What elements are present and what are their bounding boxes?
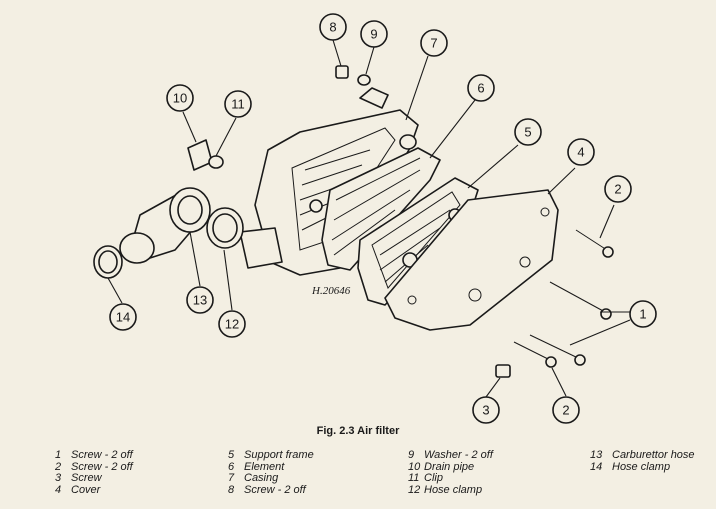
svg-text:14: 14 bbox=[116, 310, 130, 325]
callout-5: 5 bbox=[514, 118, 542, 146]
svg-text:5: 5 bbox=[524, 125, 531, 140]
figure-caption: Fig. 2.3 Air filter bbox=[316, 425, 400, 437]
drain-pipe-part bbox=[187, 139, 224, 171]
callout-2-upper: 2 bbox=[604, 175, 632, 203]
svg-text:6: 6 bbox=[477, 81, 484, 96]
svg-text:2: 2 bbox=[614, 182, 621, 197]
hose-clamp-left-part bbox=[93, 245, 123, 279]
callout-8: 8 bbox=[319, 13, 347, 41]
callout-12: 12 bbox=[218, 310, 246, 338]
callout-2-lower: 2 bbox=[552, 396, 580, 424]
svg-text:10: 10 bbox=[173, 91, 187, 106]
svg-text:2: 2 bbox=[562, 403, 569, 418]
air-filter-exploded-diagram: 8 9 7 10 11 6 5 4 2 1 14 13 12 3 2 bbox=[93, 13, 657, 424]
svg-text:7: 7 bbox=[430, 36, 437, 51]
callout-9: 9 bbox=[360, 20, 388, 48]
callout-14: 14 bbox=[109, 303, 137, 331]
svg-text:13: 13 bbox=[193, 293, 207, 308]
svg-text:3: 3 bbox=[482, 403, 489, 418]
callout-11: 11 bbox=[224, 90, 252, 118]
leader-lines bbox=[107, 39, 631, 398]
svg-text:9: 9 bbox=[370, 27, 377, 42]
callout-3: 3 bbox=[472, 396, 500, 424]
cover-part bbox=[384, 189, 559, 331]
callout-13: 13 bbox=[186, 286, 214, 314]
callout-7: 7 bbox=[420, 29, 448, 57]
hose-clamp-part bbox=[206, 207, 244, 249]
callout-1: 1 bbox=[629, 300, 657, 328]
carburettor-hose-part bbox=[119, 187, 211, 264]
drawing-reference: H.20646 bbox=[312, 285, 351, 297]
support-frame-part bbox=[357, 177, 479, 306]
callout-10: 10 bbox=[166, 84, 194, 112]
svg-text:8: 8 bbox=[329, 20, 336, 35]
svg-text:11: 11 bbox=[231, 97, 245, 112]
long-screws-part bbox=[495, 229, 614, 378]
callout-6: 6 bbox=[467, 74, 495, 102]
svg-text:4: 4 bbox=[577, 145, 584, 160]
svg-text:12: 12 bbox=[225, 317, 239, 332]
callout-4: 4 bbox=[567, 138, 595, 166]
svg-text:1: 1 bbox=[639, 307, 646, 322]
screw-washer-part bbox=[335, 65, 371, 86]
